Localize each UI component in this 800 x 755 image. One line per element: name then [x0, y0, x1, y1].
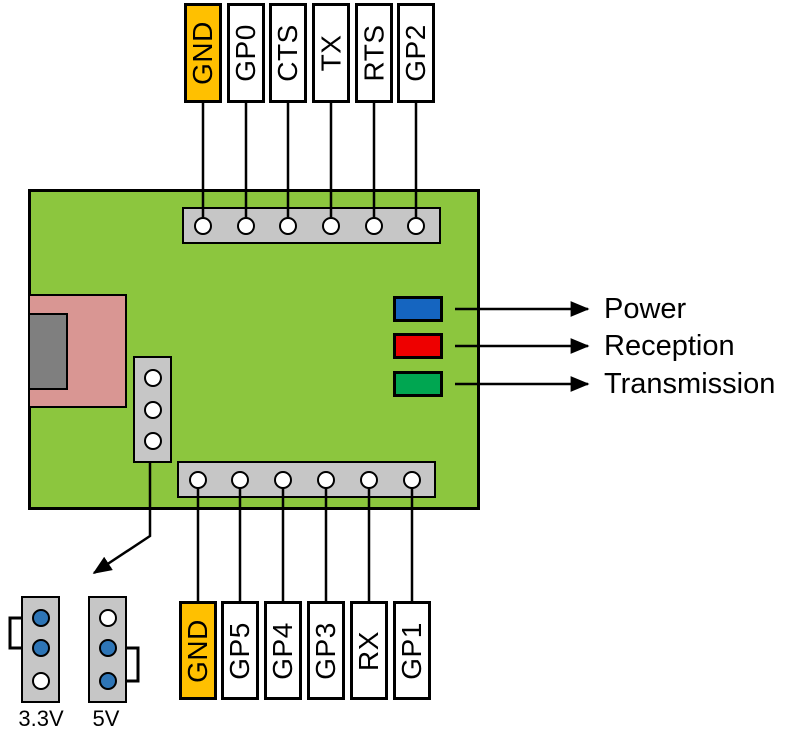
jumper-5v-hole-2	[98, 639, 117, 657]
pin-label-gp2: GP2	[397, 3, 435, 103]
top-pin-header	[182, 207, 441, 244]
pad-hole	[143, 401, 162, 419]
pin-label-rts: RTS	[355, 3, 393, 103]
bottom-pin-hole-2	[231, 470, 249, 489]
power-label: Power	[604, 293, 687, 325]
bottom-pin-hole-3	[274, 470, 292, 489]
top-pin-hole-6	[407, 216, 425, 235]
top-pin-hole-3	[279, 216, 297, 235]
pin-label-tx: TX	[312, 3, 350, 103]
bottom-pin-header	[177, 461, 436, 498]
top-pin-hole-2	[237, 216, 255, 235]
pad-hole	[143, 432, 162, 450]
pin-label-rx: RX	[350, 601, 388, 700]
jumper-3v3-hole-1	[31, 609, 50, 627]
pin-label-cts: CTS	[269, 3, 307, 103]
top-pin-hole-4	[322, 216, 340, 235]
jumper-caption-3v3: 3.3V	[18, 706, 64, 731]
jumper-caption-5v: 5V	[92, 706, 120, 731]
top-pin-hole-1	[194, 216, 212, 235]
jumper-3v3-hole-2	[31, 639, 50, 657]
power-led	[393, 296, 443, 322]
bottom-pin-hole-1	[189, 470, 207, 489]
jumper-5v-hole-1	[98, 609, 117, 627]
connector-plug	[28, 313, 68, 390]
bottom-pin-hole-4	[317, 470, 335, 489]
pad-hole	[143, 369, 162, 387]
reception-led	[393, 333, 443, 359]
bottom-pin-hole-6	[403, 470, 421, 489]
transmission-label: Transmission	[604, 368, 776, 400]
pin-label-gp0: GP0	[227, 3, 265, 103]
reception-label: Reception	[604, 330, 735, 362]
pin-label-gp5: GP5	[221, 601, 259, 700]
transmission-led	[393, 371, 443, 397]
pin-label-gnd-top: GND	[184, 3, 222, 103]
pin-label-gp4: GP4	[264, 601, 302, 700]
pin-label-gnd-bottom: GND	[179, 601, 217, 700]
jumper-3v3-hole-3	[31, 672, 50, 690]
top-pin-hole-5	[365, 216, 383, 235]
pin-label-gp3: GP3	[307, 601, 345, 700]
bottom-pin-hole-5	[360, 470, 378, 489]
jumper-5v-hole-3	[98, 672, 117, 690]
pin-label-gp1: GP1	[393, 601, 431, 700]
